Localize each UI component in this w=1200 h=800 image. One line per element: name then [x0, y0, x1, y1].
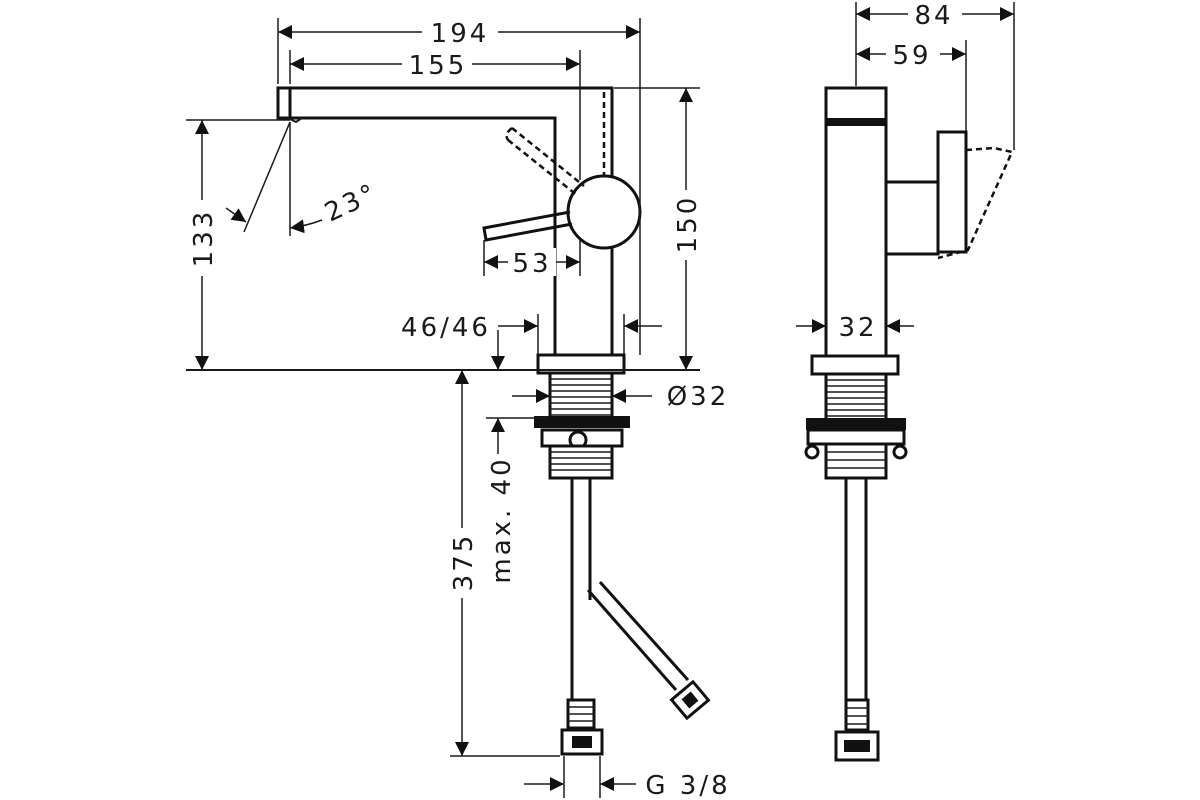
dim-spout-height: 133	[186, 119, 290, 370]
dim-label-84: 84	[914, 1, 953, 31]
side-base	[804, 354, 908, 480]
dim-spout-reach: 155	[289, 50, 581, 180]
dim-side-depth: 84	[855, 0, 1015, 150]
dim-label-155: 155	[409, 51, 468, 81]
dim-label-23deg: 23°	[320, 178, 383, 228]
dim-connection: G 3/8	[524, 756, 730, 800]
dim-label-59: 59	[892, 41, 931, 71]
dim-label-53: 53	[512, 249, 551, 279]
dim-label-max40: max. 40	[487, 456, 517, 583]
dim-label-133: 133	[189, 209, 219, 268]
dim-tail-length: 375	[448, 370, 560, 757]
side-hoses	[834, 478, 880, 762]
dim-total-height: 150	[614, 87, 703, 370]
dim-label-g38: G 3/8	[645, 771, 730, 800]
spout	[276, 86, 614, 357]
dim-label-194: 194	[431, 19, 490, 49]
side-body	[824, 86, 1014, 358]
dim-lever-reach: 53	[483, 240, 581, 279]
dim-max-deck: max. 40	[486, 417, 548, 584]
base-thread	[534, 353, 630, 480]
dim-label-dia32: Ø32	[667, 382, 730, 412]
dim-overall-length: 194	[277, 16, 641, 355]
lever	[482, 127, 642, 250]
front-view: 194 155 133 23° 15	[186, 16, 730, 800]
dim-base-offset: 46/46	[401, 313, 662, 370]
supply-hoses	[560, 478, 711, 756]
dim-base-diameter: Ø32	[512, 382, 730, 412]
dim-angle: 23°	[225, 121, 383, 236]
dim-label-150: 150	[673, 195, 703, 254]
dim-side-body-width: 32	[796, 313, 914, 343]
dim-side-lever-depth: 59	[856, 40, 967, 132]
dim-label-375: 375	[449, 533, 479, 592]
side-view: 84 59 32	[796, 0, 1015, 762]
dim-label-46-46: 46/46	[401, 313, 491, 343]
dim-label-side32: 32	[838, 313, 877, 343]
